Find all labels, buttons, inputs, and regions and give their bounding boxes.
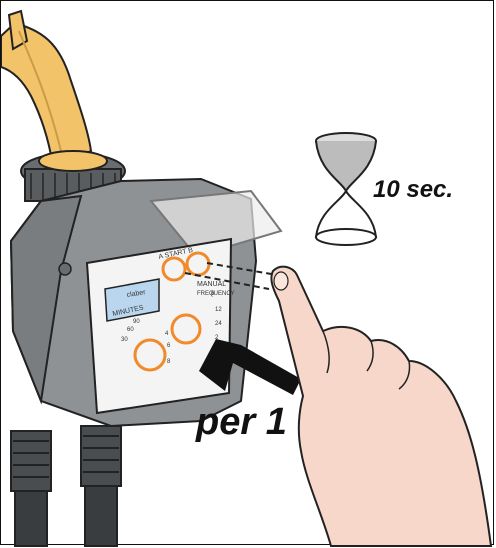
- svg-text:60: 60: [127, 327, 134, 333]
- pointing-hand-icon: [271, 267, 491, 546]
- svg-text:90: 90: [133, 319, 140, 325]
- hose-icon: [1, 11, 91, 166]
- svg-text:12: 12: [215, 307, 222, 313]
- frequency-label: FREQUENCY: [197, 291, 235, 297]
- manual-label: MANUAL: [197, 281, 226, 288]
- outlet-hoses: [11, 426, 121, 546]
- press-label: per 1: [196, 401, 287, 444]
- hourglass-icon: [316, 133, 376, 245]
- svg-text:30: 30: [121, 337, 128, 343]
- timer-label: 10 sec.: [373, 176, 453, 204]
- svg-text:24: 24: [215, 321, 222, 327]
